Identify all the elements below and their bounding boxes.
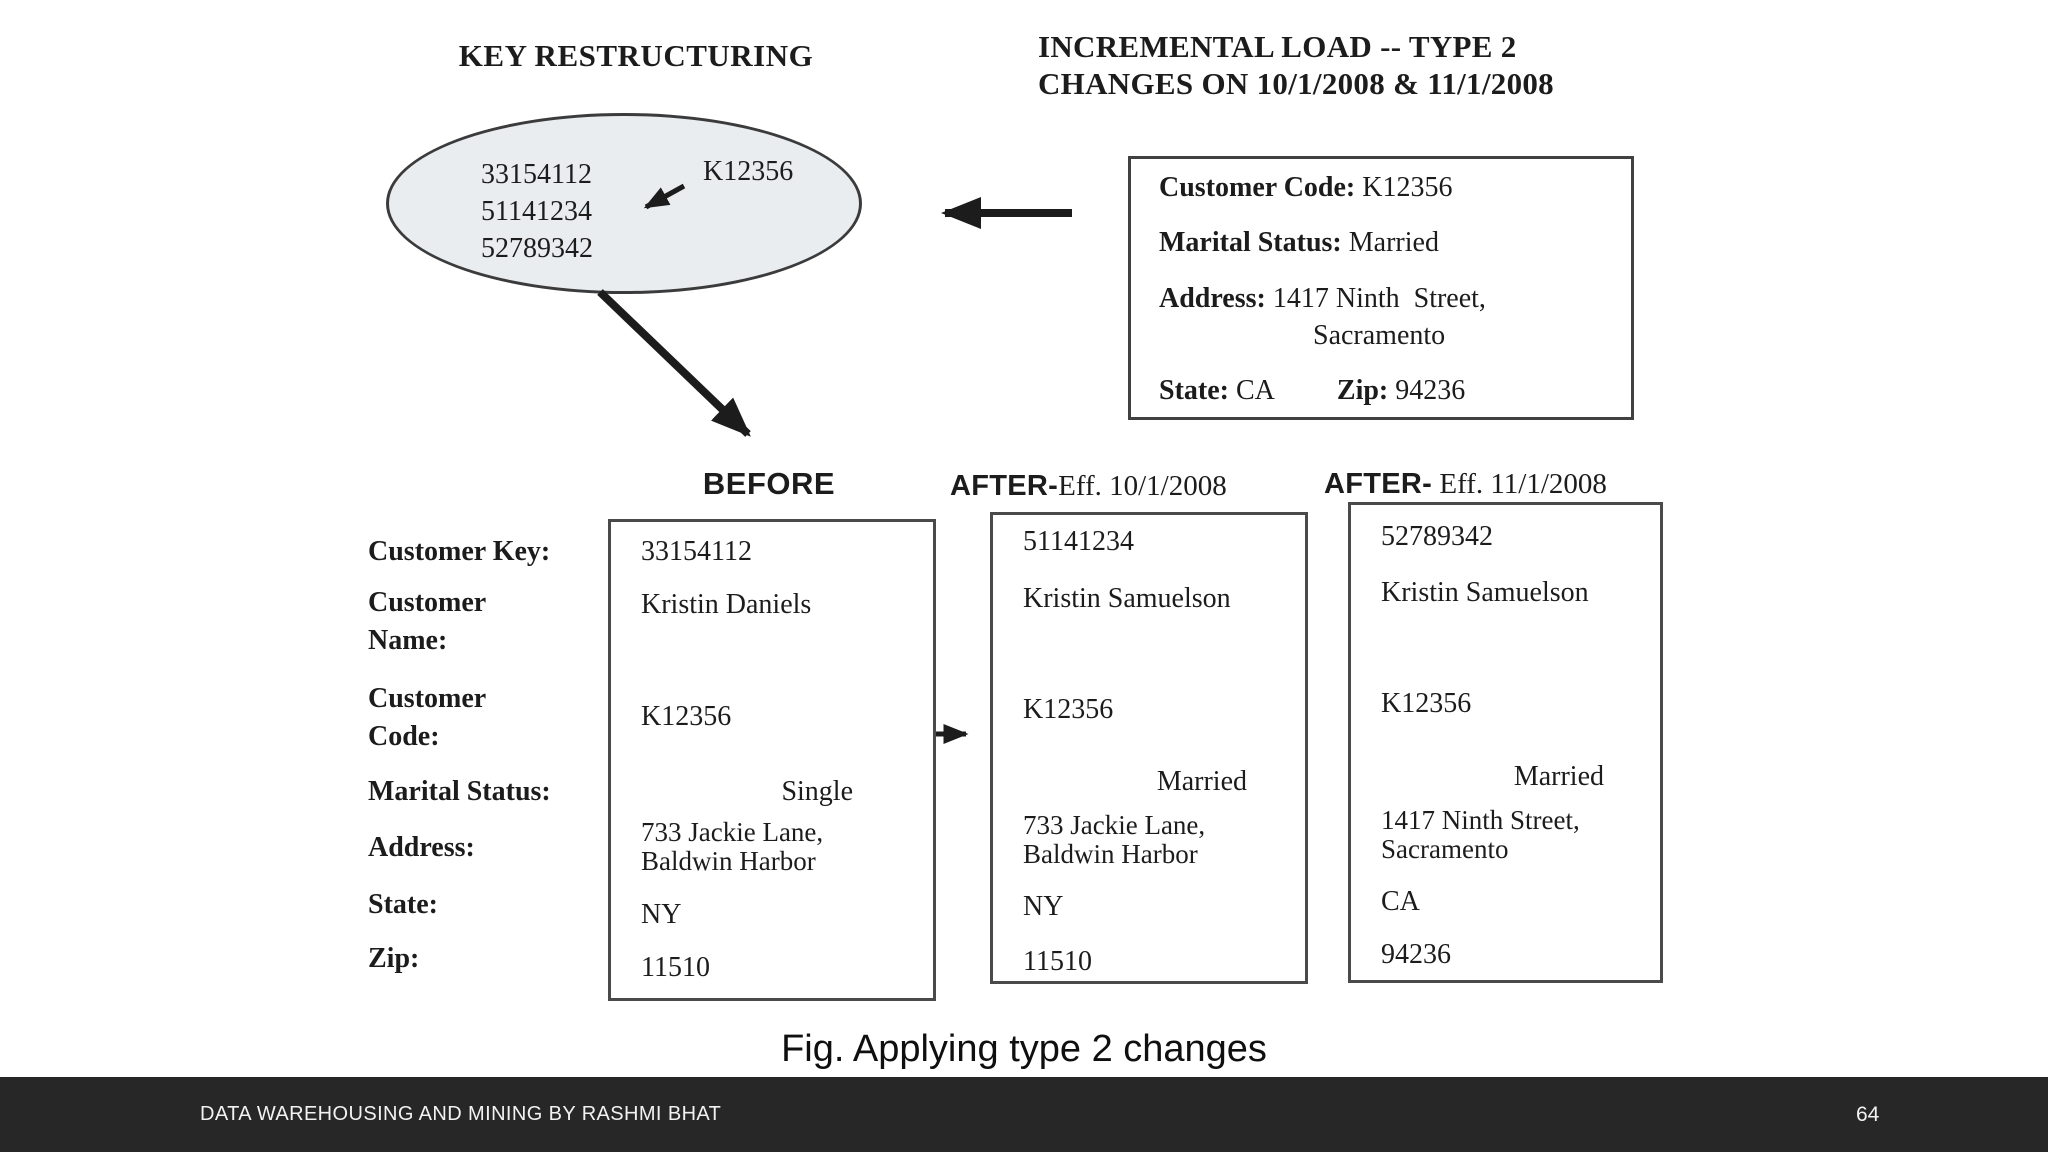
after2-header: AFTER- Eff. 11/1/2008 [1324, 468, 1607, 501]
record-customer-code-value: K12356 [1355, 172, 1453, 203]
before-customer-key: 33154112 [641, 536, 752, 567]
after1-customer-code: K12356 [1023, 694, 1114, 725]
figure-caption: Fig. Applying type 2 changes [781, 1028, 1267, 1070]
after2-address-line2: Sacramento [1381, 834, 1509, 864]
after1-marital-status: Married [1156, 766, 1247, 797]
after1-customer-name: Kristin Samuelson [1023, 583, 1231, 614]
record-address-row: Address: 1417 Ninth Street, [1159, 283, 1486, 315]
title-incremental-load-line1: INCREMENTAL LOAD -- TYPE 2 [1038, 29, 1517, 64]
customer-keys-ellipse: 33154112 51141234 52789342 K12356 [386, 113, 862, 294]
record-state-zip-row: State: CA Zip: 94236 [1159, 375, 1465, 407]
after2-header-bold: AFTER- [1324, 468, 1433, 500]
after2-address-line1: 1417 Ninth Street, [1381, 805, 1580, 835]
record-state-value: CA [1228, 375, 1275, 406]
ellipse-key-2: 51141234 [481, 196, 592, 227]
after1-zip: 11510 [1023, 946, 1092, 977]
incremental-record-box: Customer Code: K12356 Marital Status: Ma… [1128, 156, 1634, 420]
record-customer-code-row: Customer Code: K12356 [1159, 172, 1452, 204]
after1-customer-key: 51141234 [1023, 526, 1134, 557]
record-state-label: State: [1159, 375, 1229, 406]
ellipse-key-3: 52789342 [481, 233, 593, 264]
after1-address: 733 Jackie Lane,Baldwin Harbor [1023, 811, 1205, 869]
record-address-line2: Sacramento [1313, 320, 1446, 351]
ellipse-key-list: 33154112 51141234 52789342 [481, 156, 593, 267]
label-state: State: [368, 889, 438, 920]
footer-bar: DATA WAREHOUSING AND MINING BY RASHMI BH… [0, 1077, 2048, 1152]
arrow-ellipse-to-before [597, 289, 751, 437]
label-address: Address: [368, 832, 475, 863]
ellipse-key-1: 33154112 [481, 159, 592, 190]
label-customer-name: Customer Name: [368, 587, 487, 656]
before-header: BEFORE [702, 466, 836, 501]
after2-customer-code: K12356 [1381, 688, 1472, 719]
label-marital-status: Marital Status: [368, 776, 551, 807]
after2-customer-name: Kristin Samuelson [1381, 577, 1589, 608]
label-customer-key: Customer Key: [368, 536, 551, 567]
before-column: 33154112 Kristin Daniels K12356 Single 7… [608, 519, 936, 1001]
label-zip: Zip: [368, 943, 420, 974]
record-marital-label: Marital Status: [1159, 227, 1342, 258]
record-marital-value: Married [1341, 227, 1439, 258]
record-address-value: 1417 Ninth Street, [1265, 283, 1486, 314]
ellipse-customer-code: K12356 [703, 156, 794, 187]
record-address-label: Address: [1159, 283, 1266, 314]
after1-header-date: Eff. 10/1/2008 [1058, 470, 1227, 502]
after2-state: CA [1381, 886, 1420, 917]
after1-header: AFTER-Eff. 10/1/2008 [950, 470, 1227, 503]
before-customer-name: Kristin Daniels [641, 589, 812, 620]
before-customer-code: K12356 [641, 701, 732, 732]
title-key-restructuring: KEY RESTRUCTURING [458, 38, 814, 73]
after1-header-bold: AFTER- [950, 470, 1059, 502]
after1-address-line2: Baldwin Harbor [1023, 839, 1198, 869]
before-address: 733 Jackie Lane,Baldwin Harbor [641, 818, 823, 876]
after2-column: 52789342 Kristin Samuelson K12356 Marrie… [1348, 502, 1663, 983]
record-zip-value: 94236 [1388, 375, 1466, 406]
label-customer-code: Customer Code: [368, 683, 487, 752]
before-marital-status: Single [781, 776, 853, 807]
before-address-line2: Baldwin Harbor [641, 846, 816, 876]
after1-state: NY [1023, 891, 1064, 922]
before-address-line1: 733 Jackie Lane, [641, 817, 824, 847]
after2-marital-status: Married [1513, 761, 1604, 792]
after2-zip: 94236 [1381, 939, 1451, 970]
after2-address: 1417 Ninth Street,Sacramento [1381, 806, 1580, 864]
record-customer-code-label: Customer Code: [1159, 172, 1356, 203]
title-incremental-load: INCREMENTAL LOAD -- TYPE 2 CHANGES ON 10… [1038, 28, 1638, 102]
after1-column: 51141234 Kristin Samuelson K12356 Marrie… [990, 512, 1308, 984]
before-zip: 11510 [641, 952, 710, 983]
page-number: 64 [1856, 1102, 1880, 1126]
after2-header-date: Eff. 11/1/2008 [1432, 468, 1607, 500]
record-zip-label: Zip: [1336, 375, 1389, 406]
after1-address-line1: 733 Jackie Lane, [1023, 810, 1206, 840]
record-marital-row: Marital Status: Married [1159, 227, 1439, 259]
before-state: NY [641, 899, 682, 930]
title-incremental-load-line2: CHANGES ON 10/1/2008 & 11/1/2008 [1038, 66, 1554, 101]
footer-title: DATA WAREHOUSING AND MINING BY RASHMI BH… [200, 1103, 722, 1125]
after2-customer-key: 52789342 [1381, 521, 1493, 552]
